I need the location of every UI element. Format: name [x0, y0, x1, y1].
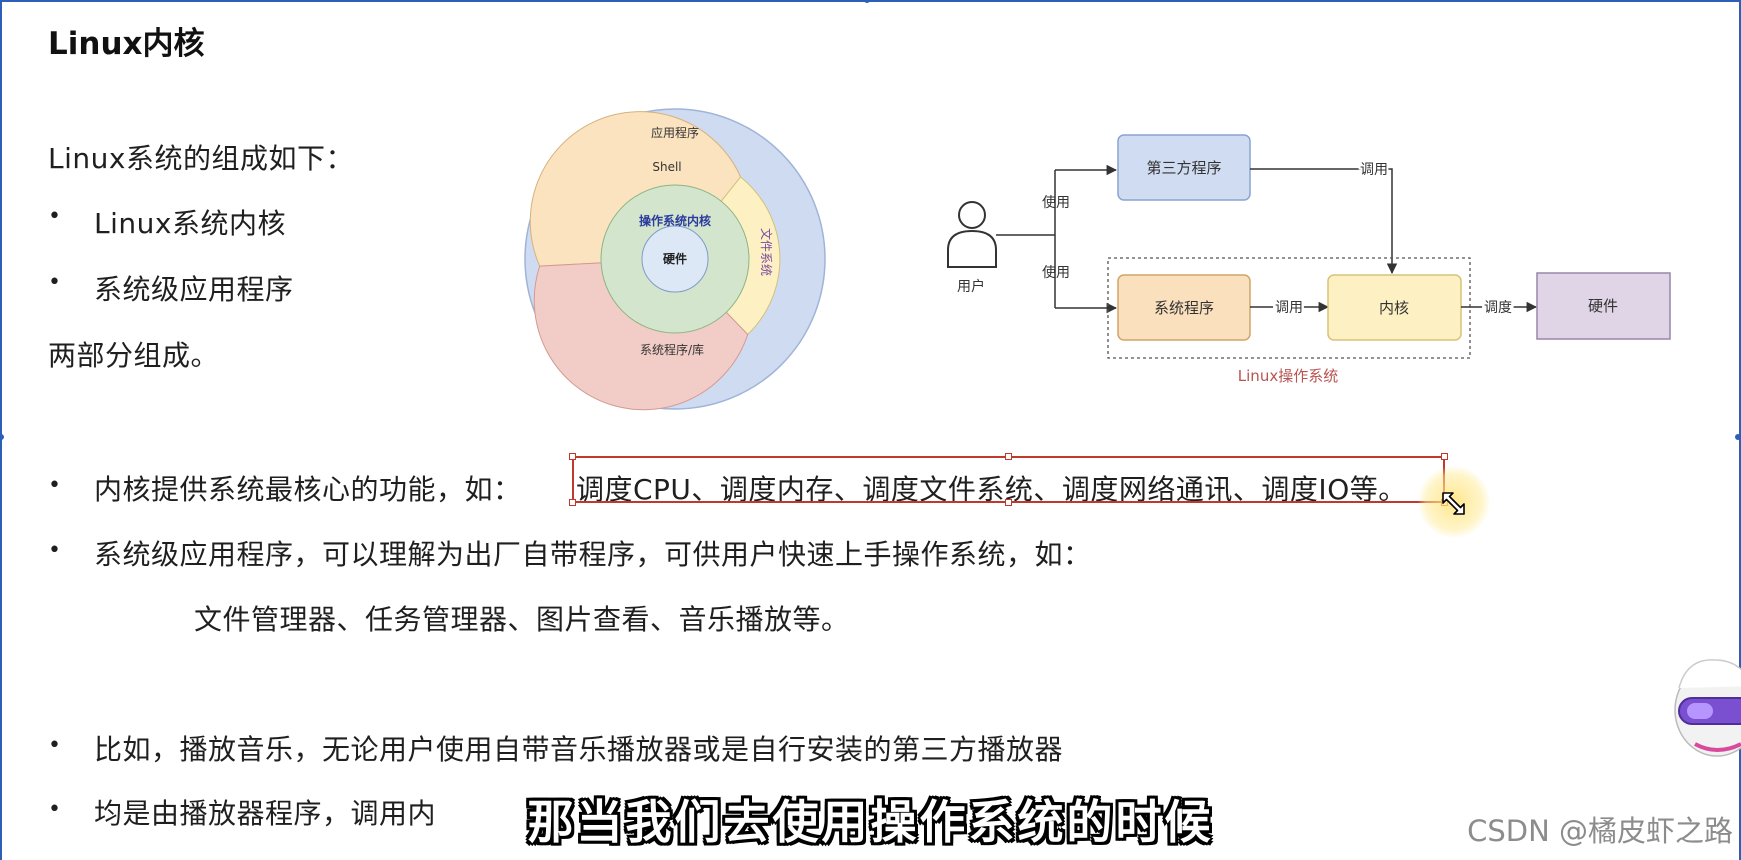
user-icon — [947, 201, 997, 268]
presenter-avatar — [1674, 659, 1741, 757]
selection-handle-bottom-left[interactable] — [569, 499, 576, 506]
csdn-watermark: CSDN @橘皮虾之路 — [1467, 814, 1733, 848]
resize-cursor-icon — [1442, 492, 1465, 515]
kernel-point-prefix: 内核提供系统最核心的功能，如： — [94, 473, 522, 506]
bullet-dot: • — [48, 538, 61, 563]
composition-item-apps: 系统级应用程序 — [94, 273, 294, 306]
call-label-mid: 调用 — [1275, 300, 1303, 316]
composition-intro: Linux系统的组成如下： — [48, 142, 354, 175]
example-point-1: 比如，播放音乐，无论用户使用自带音乐播放器或是自行安装的第三方播放器 — [94, 733, 1064, 766]
ring-label-filesystem: 文件系统 — [759, 228, 774, 276]
hardware-box — [1536, 272, 1671, 340]
app-point: 系统级应用程序，可以理解为出厂自带程序，可供用户快速上手操作系统，如： — [94, 538, 1092, 571]
slide-frame-top — [0, 0, 1741, 2]
ring-label-syslib: 系统程序/库 — [640, 342, 704, 357]
use-label-top: 使用 — [1042, 194, 1070, 211]
selection-handle-bottom-middle[interactable] — [1005, 499, 1012, 506]
text-selection-box[interactable] — [572, 456, 1445, 503]
call-label-top: 调用 — [1360, 162, 1388, 178]
ring-diagram: 应用程序 Shell 文件系统 系统程序/库 操作系统内核 硬件 — [524, 108, 826, 411]
kernel-point-functions[interactable]: 调度CPU、调度内存、调度文件系统、调度网络通讯、调度IO等。 — [576, 473, 1407, 506]
composition-outro: 两部分组成。 — [48, 339, 220, 372]
example-point-2: 均是由播放器程序，调用内 — [94, 797, 437, 830]
slide-frame-right — [1739, 0, 1741, 860]
third-party-box — [1117, 134, 1251, 201]
composition-item-kernel: Linux系统内核 — [94, 207, 286, 240]
use-label-bottom: 使用 — [1042, 264, 1070, 281]
hardware-label: 硬件 — [1588, 297, 1618, 315]
bullet-dot: • — [48, 270, 61, 295]
ring-label-kernel: 操作系统内核 — [639, 213, 711, 228]
app-examples: 文件管理器、任务管理器、图片查看、音乐播放等。 — [194, 603, 850, 636]
slide-title: Linux内核 — [48, 26, 205, 62]
bullet-dot: • — [48, 797, 61, 822]
slide-resize-handle-top[interactable] — [864, 0, 870, 3]
user-connector — [996, 170, 1056, 308]
slide-frame-left — [0, 0, 2, 860]
ring-label-shell: Shell — [652, 160, 681, 174]
slide-resize-handle-left[interactable] — [0, 434, 4, 440]
selection-handle-top-left[interactable] — [569, 453, 576, 460]
linux-os-group — [1107, 257, 1471, 359]
selection-handle-top-middle[interactable] — [1005, 453, 1012, 460]
ring-hardware — [641, 225, 709, 293]
flow-diagram: 用户 使用 使用 第三方程序 调用 Linux操作系统 系统程序 调用 内核 调… — [947, 134, 1671, 385]
slide-resize-handle-right[interactable] — [1735, 434, 1741, 440]
ring-label-hardware: 硬件 — [663, 251, 687, 266]
arrow-call-top — [1250, 168, 1398, 275]
selection-handle-top-right[interactable] — [1441, 453, 1448, 460]
video-subtitle: 那当我们去使用操作系统的时候 — [527, 795, 1214, 849]
linux-os-label: Linux操作系统 — [1238, 367, 1338, 385]
third-party-label: 第三方程序 — [1146, 159, 1221, 177]
system-program-label: 系统程序 — [1154, 299, 1214, 317]
bullet-dot: • — [48, 733, 61, 758]
user-label: 用户 — [957, 278, 985, 295]
schedule-label: 调度 — [1484, 300, 1512, 316]
kernel-label: 内核 — [1379, 299, 1409, 317]
bullet-dot: • — [48, 204, 61, 229]
bullet-dot: • — [48, 473, 61, 498]
ring-label-apps: 应用程序 — [651, 125, 699, 140]
